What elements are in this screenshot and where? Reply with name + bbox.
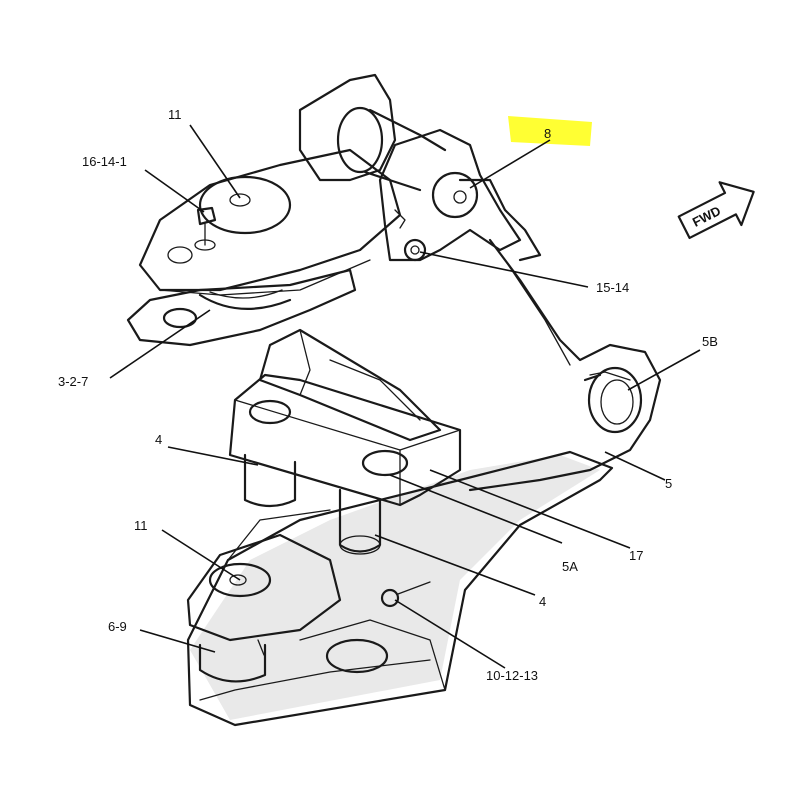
callout-17: 17 — [629, 548, 643, 563]
callout-5B: 5B — [702, 334, 718, 349]
callout-8-highlight — [508, 116, 592, 146]
top-linkage — [298, 73, 542, 262]
lower-clevis — [186, 533, 431, 683]
callout-labels: 11 16-14-1 8 15-14 5B 3-2-7 5 4 17 11 5A… — [58, 107, 718, 683]
fwd-arrow-icon: FWD — [677, 181, 755, 240]
pins-4 — [243, 453, 382, 555]
callout-5A: 5A — [562, 559, 578, 574]
middle-block — [228, 328, 462, 507]
callout-10-12-13: 10-12-13 — [486, 668, 538, 683]
leader-lines — [109, 124, 701, 669]
fwd-label: FWD — [690, 203, 723, 230]
callout-4-right: 4 — [539, 594, 546, 609]
callout-3-2-7: 3-2-7 — [58, 374, 88, 389]
callout-15-14: 15-14 — [596, 280, 629, 295]
callout-11-top: 11 — [168, 107, 182, 122]
callout-5: 5 — [665, 476, 672, 491]
lower-bracket — [186, 450, 614, 727]
callout-16-14-1: 16-14-1 — [82, 154, 127, 169]
callout-11-bottom: 11 — [134, 518, 148, 533]
callout-8: 8 — [544, 126, 551, 141]
arm-5 — [468, 238, 662, 492]
lower-plate — [126, 268, 357, 347]
callout-4-left: 4 — [155, 432, 162, 447]
callout-6-9: 6-9 — [108, 619, 127, 634]
